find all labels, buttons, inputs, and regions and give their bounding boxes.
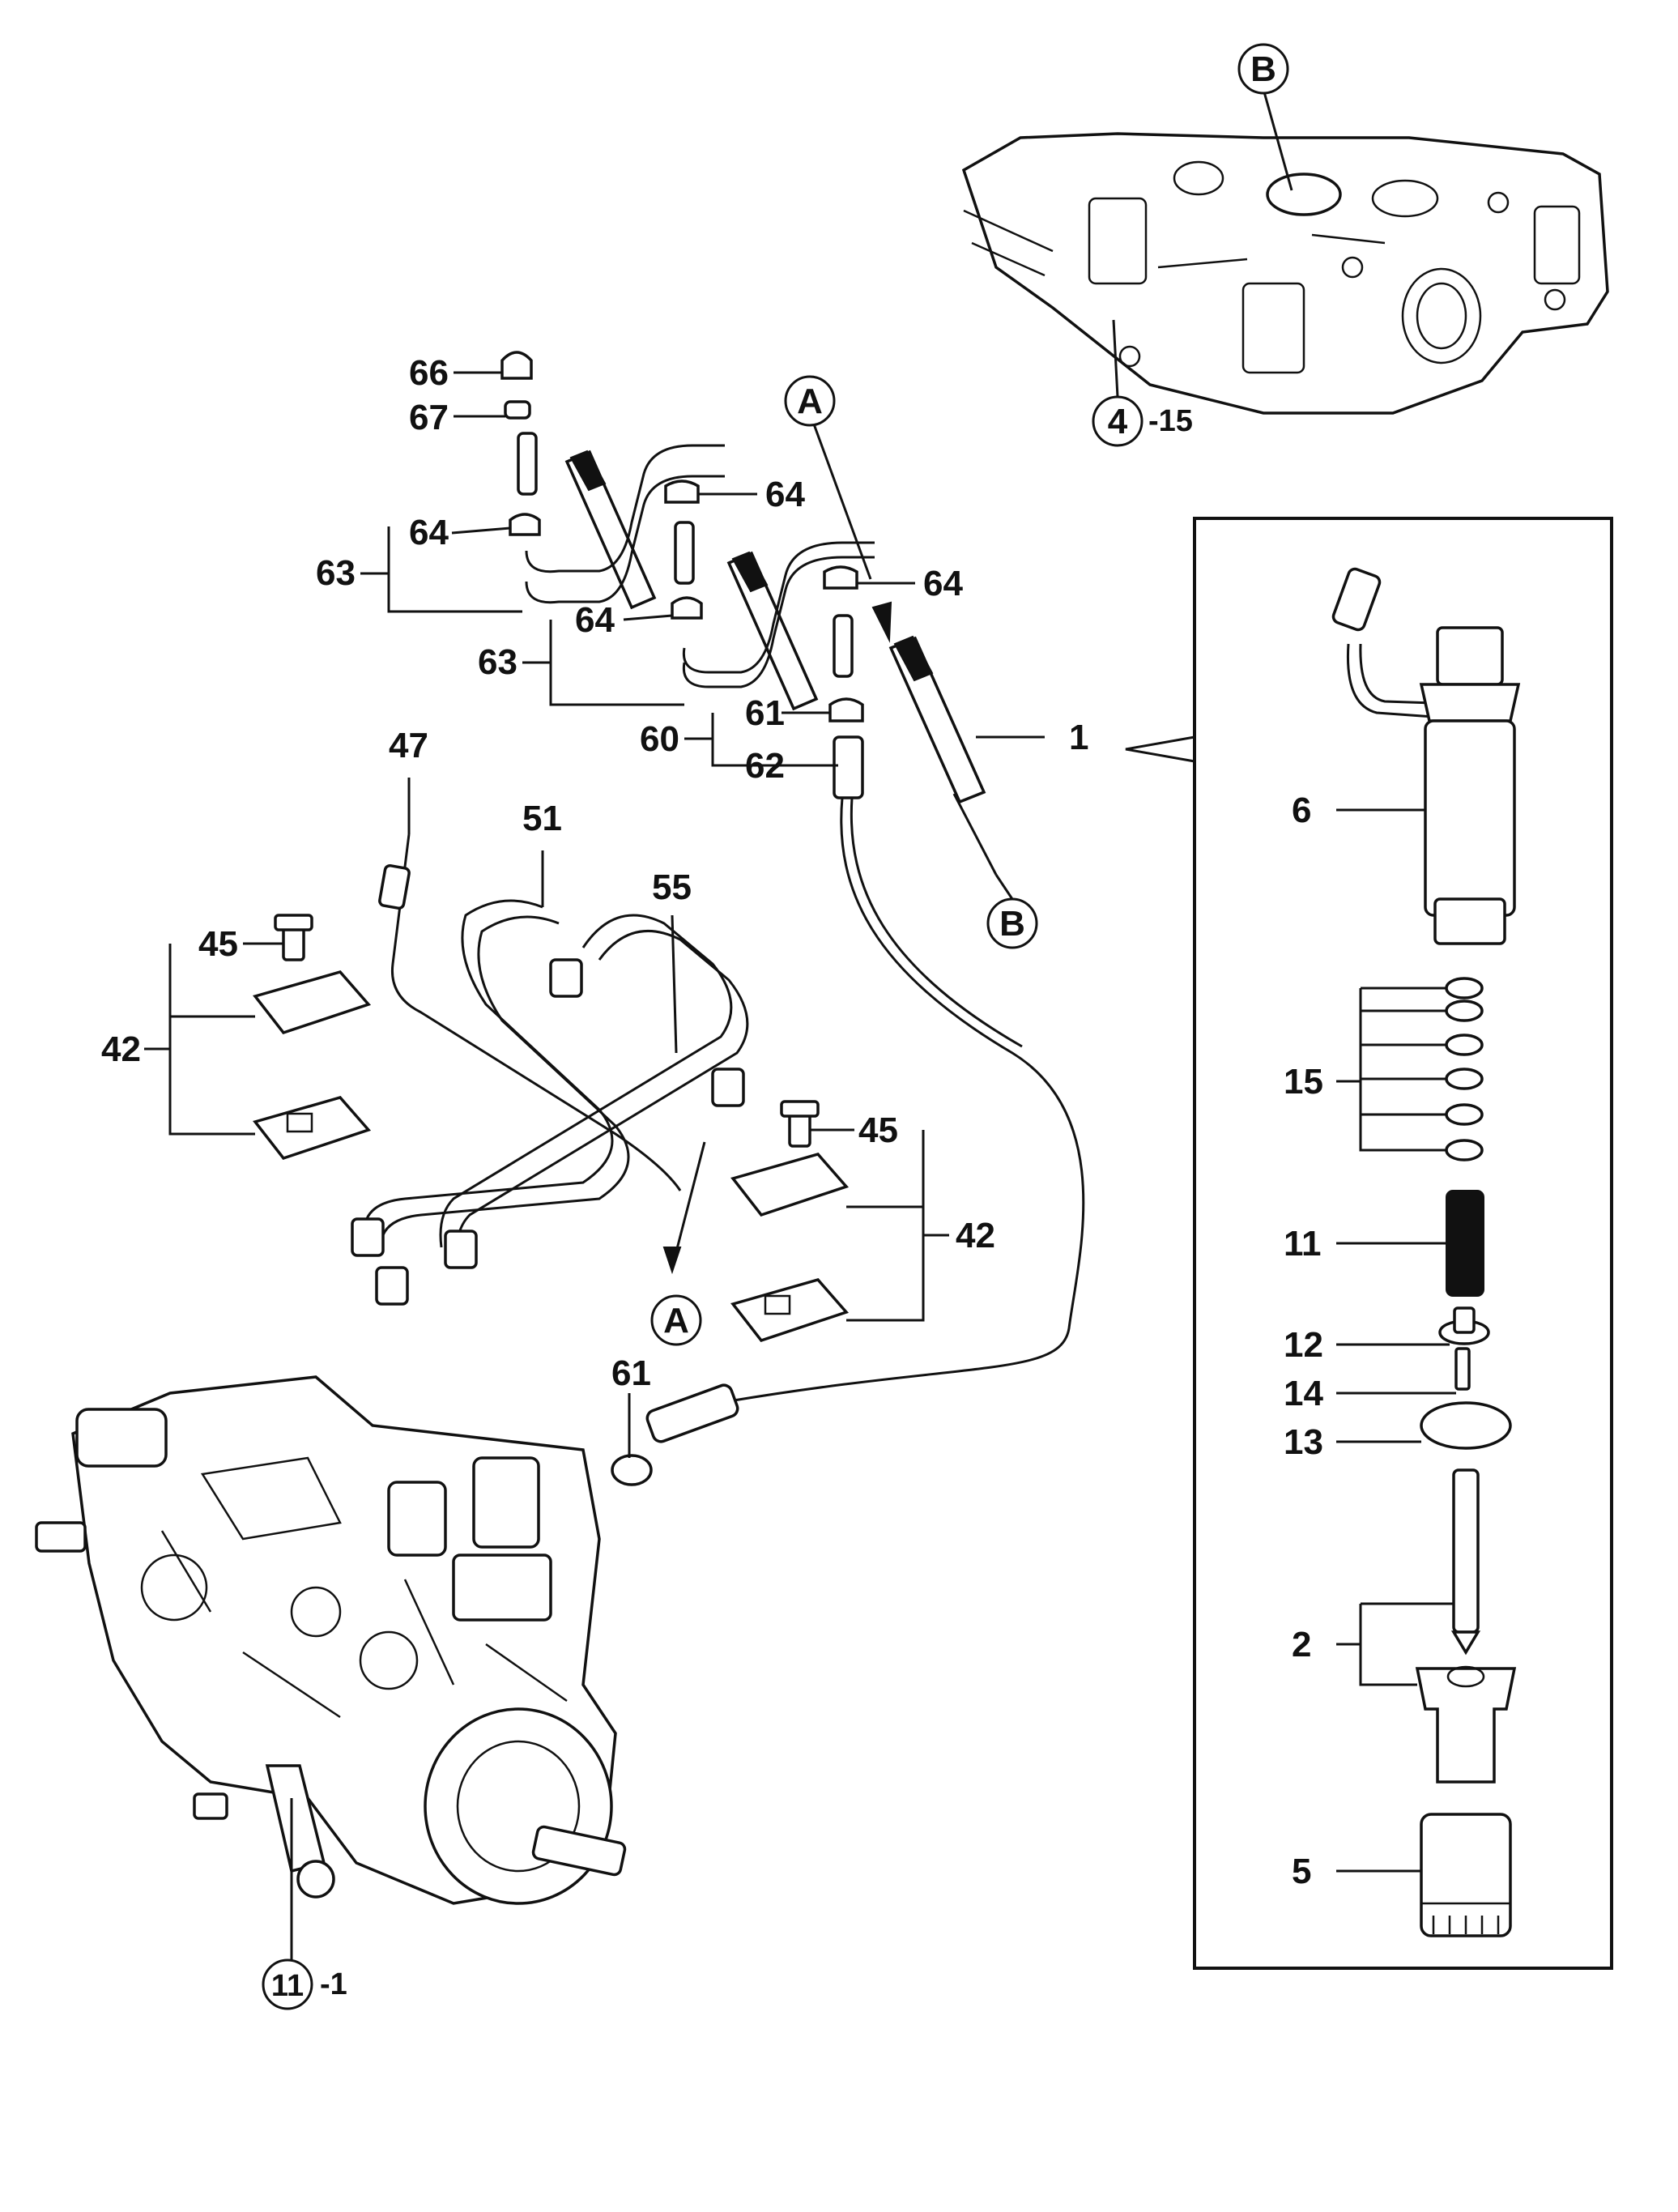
svg-text:B: B [999,904,1025,944]
svg-text:-15: -15 [1148,404,1193,438]
ref-circle-b-mid: B [986,897,1038,949]
callout-64: 64 [765,475,805,514]
svg-text:B: B [1250,49,1276,89]
svg-text:A: A [797,381,823,421]
callout-1: 1 [1069,718,1088,757]
callout-15: 15 [1284,1062,1323,1102]
callout-11: 11 [1284,1224,1322,1264]
callout-61: 61 [745,693,785,733]
callout-63: 63 [316,553,356,593]
svg-text:4: 4 [1108,402,1128,441]
callout-45: 45 [198,924,238,964]
callout-64: 64 [575,600,615,640]
ref-circle-4: 4 -15 [1092,395,1193,447]
callout-63: 63 [478,642,517,682]
callout-42: 42 [956,1216,995,1255]
clamp-left-drawing [253,914,372,1161]
ref-circle-a-mid: A [650,1294,702,1346]
svg-text:-1: -1 [320,1967,347,2001]
injector-exploded-parts-drawing [1331,567,1521,1937]
injector-exploded-view-box [1193,517,1613,1970]
callout-64: 64 [923,564,963,603]
callout-51: 51 [522,799,562,838]
callout-12: 12 [1284,1325,1323,1365]
cylinder-head-drawing [961,132,1609,415]
callout-6: 6 [1292,791,1311,830]
callout-5: 5 [1292,1852,1311,1891]
leader-lines [144,371,1456,1873]
ref-circle-11: 11 -1 [262,1958,347,2010]
callout-64: 64 [409,513,449,552]
injection-pipes-drawing [351,833,749,1306]
callout-42: 42 [101,1029,141,1069]
injection-pump-drawing [35,1375,627,1905]
svg-text:A: A [663,1301,689,1340]
callout-13: 13 [1284,1422,1323,1462]
callout-14: 14 [1284,1374,1323,1413]
clamp-right-drawing [730,1100,850,1343]
callout-60: 60 [640,719,679,759]
callout-47: 47 [389,726,428,765]
callout-62: 62 [745,746,785,786]
callout-67: 67 [409,398,449,437]
leak-off-pipes-drawing [500,351,998,876]
ref-circle-b-top: B [1237,43,1289,95]
callout-66: 66 [409,353,449,393]
svg-text:11: 11 [271,1969,304,2003]
callout-61: 61 [611,1353,651,1393]
callout-2: 2 [1292,1625,1311,1664]
callout-55: 55 [652,867,692,907]
callout-45: 45 [858,1110,898,1150]
ref-circle-a-top: A [784,375,836,427]
